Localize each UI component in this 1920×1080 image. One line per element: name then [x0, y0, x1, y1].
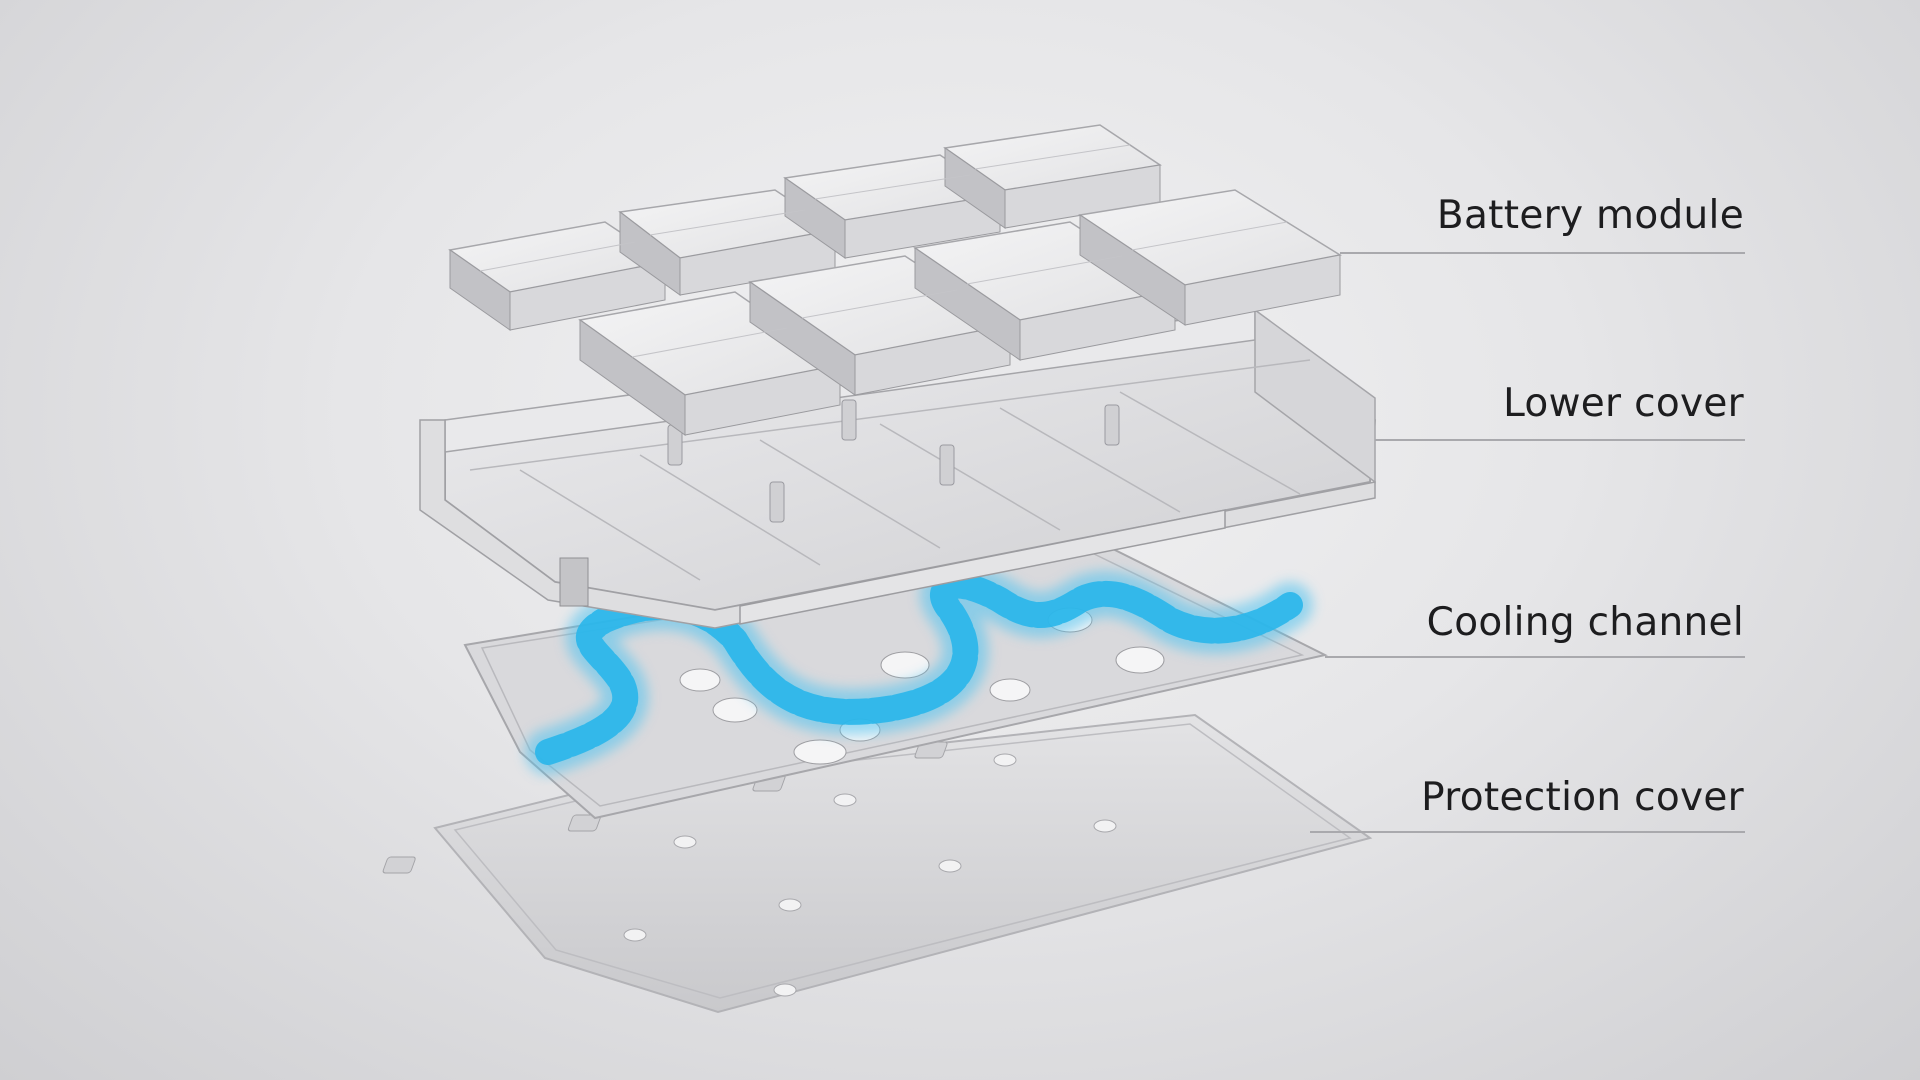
battery-module-2 — [578, 291, 842, 436]
battery-module-8 — [1077, 189, 1343, 326]
battery-module-3 — [618, 189, 837, 296]
label-battery-module: Battery module — [1436, 193, 1744, 238]
label-protection-cover: Protection cover — [1421, 775, 1744, 820]
battery-modules — [448, 124, 1343, 436]
leader-lines — [1310, 252, 1745, 833]
label-cooling-channel: Cooling channel — [1426, 600, 1744, 645]
battery-module-6 — [913, 221, 1177, 361]
label-lower-cover: Lower cover — [1503, 381, 1744, 426]
battery-module-4 — [748, 255, 1012, 396]
